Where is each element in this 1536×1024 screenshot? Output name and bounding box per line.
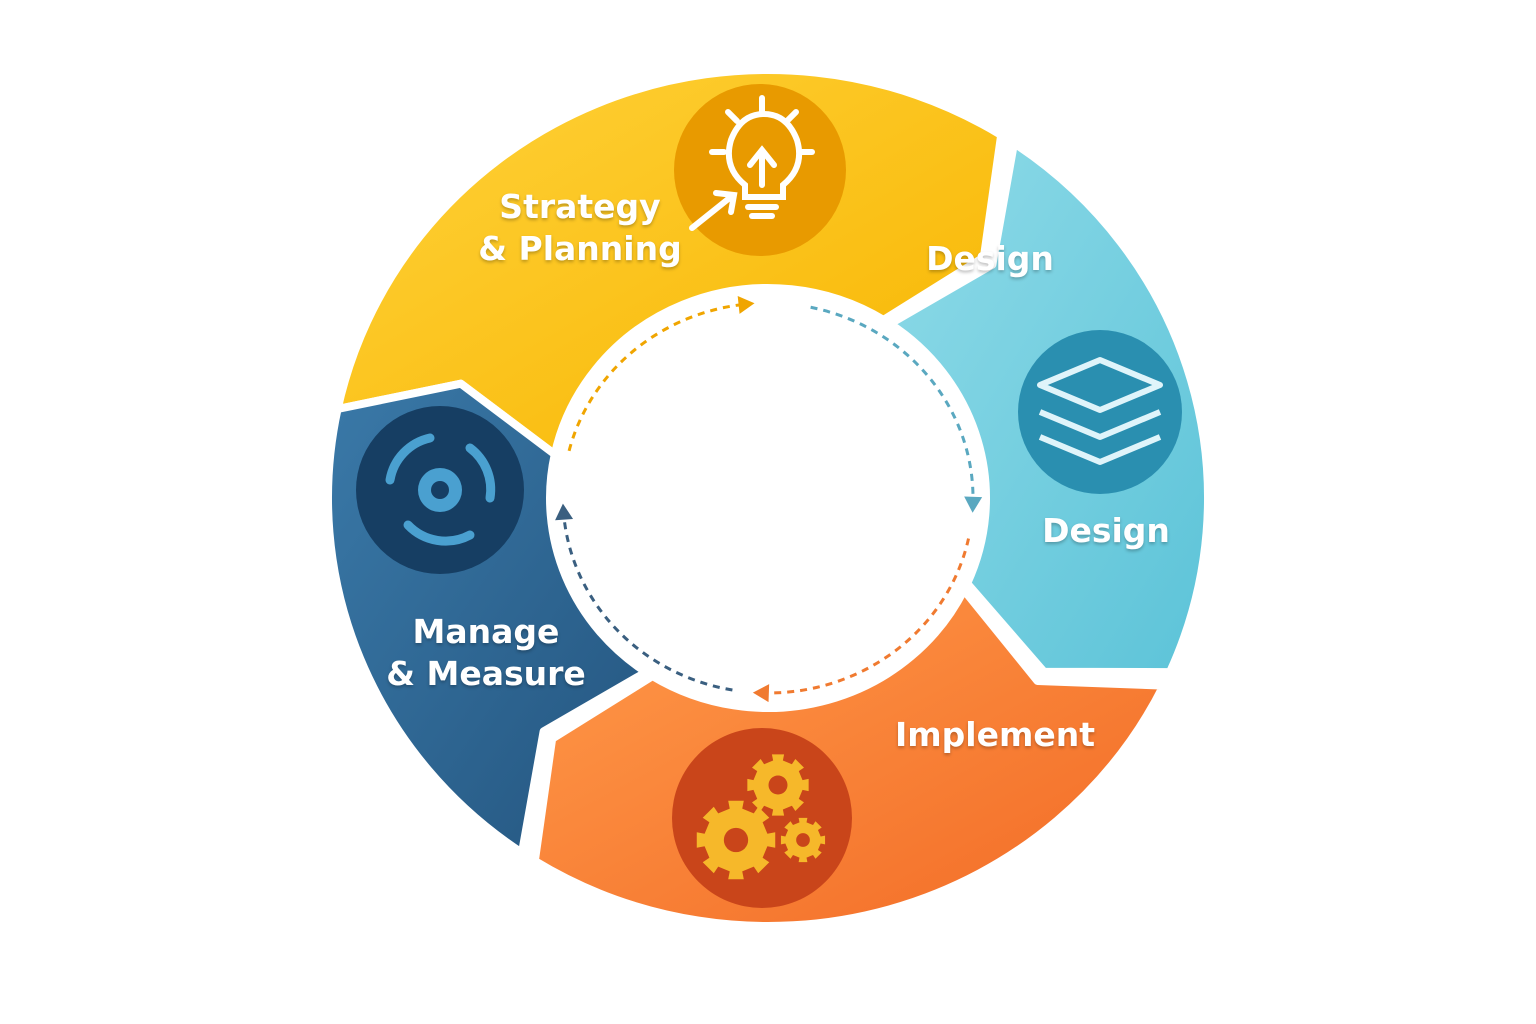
stage-label-manage: Manage & Measure [386, 611, 586, 695]
arrowhead-icon [737, 295, 755, 314]
implement-icon-badge [672, 728, 852, 908]
label-line: Strategy [499, 187, 661, 226]
flow-arrow-dashed [810, 305, 975, 505]
lightbulb-icon [689, 95, 815, 231]
layers-icon [1037, 357, 1163, 465]
design-icon-badge [1018, 330, 1182, 494]
label-line: & Measure [386, 654, 586, 693]
arrowhead-icon [752, 684, 770, 703]
stage-label-implement: Implement [894, 715, 1096, 754]
arrowhead-icon [964, 496, 983, 513]
stage-label-design: Design [926, 239, 1054, 278]
flow-arrow-dashed [760, 538, 970, 695]
flow-arrow-dashed [562, 511, 733, 692]
flow-arrow-dashed [567, 302, 747, 452]
strategy-icon-badge [674, 84, 846, 256]
stage-label-design-secondary: Design [1042, 511, 1170, 550]
arrowhead-icon [555, 503, 574, 521]
cycle-gear-icon [385, 433, 496, 546]
label-line: & Planning [478, 229, 682, 268]
manage-icon-badge [356, 406, 524, 574]
stage-label-strategy: Strategy & Planning [478, 186, 681, 270]
label-line: Manage [412, 612, 560, 651]
gears-icon [696, 754, 826, 880]
